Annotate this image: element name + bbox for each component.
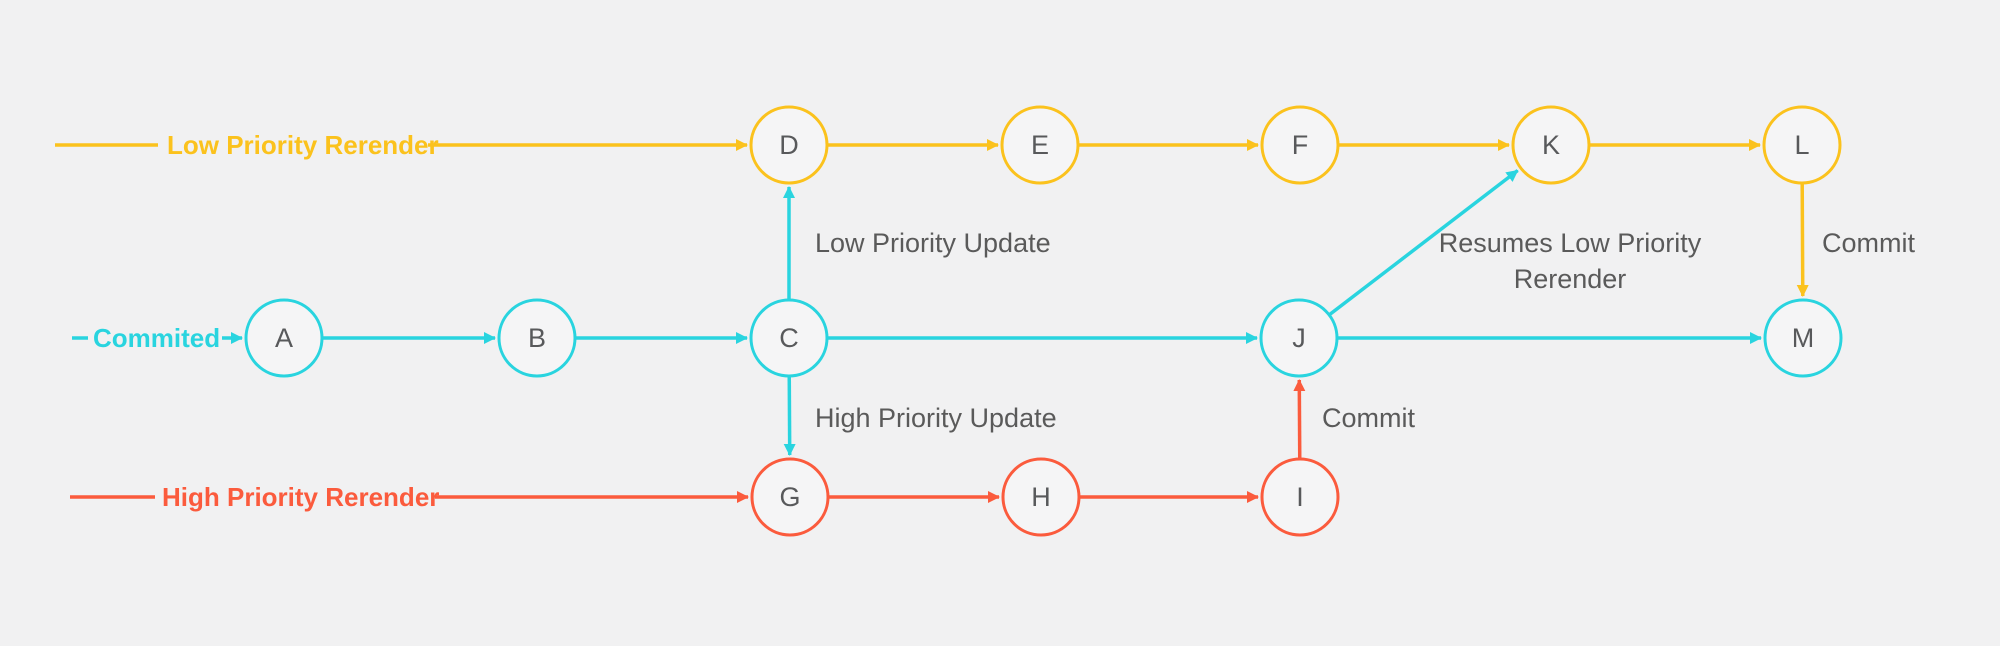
- node-circle-D: [749, 105, 829, 185]
- node-letter-C: C: [779, 323, 799, 353]
- annotation-resumes-low-priority-rerender-line2: Rerender: [1514, 264, 1627, 294]
- node-D: D: [749, 105, 829, 185]
- node-A: A: [244, 298, 324, 378]
- node-letter-M: M: [1792, 323, 1815, 353]
- node-K: K: [1511, 105, 1591, 185]
- node-circle-G: [750, 457, 830, 537]
- annotation-commit-high-priority: Commit: [1322, 403, 1415, 433]
- edge-L-M: [1796, 182, 1809, 298]
- node-circle-M: [1763, 298, 1843, 378]
- node-H: H: [1001, 457, 1081, 537]
- node-letter-F: F: [1292, 130, 1309, 160]
- node-circle-L: [1762, 105, 1842, 185]
- node-circle-H: [1001, 457, 1081, 537]
- annotation-resumes-low-priority-rerender-line1: Resumes Low Priority: [1439, 228, 1702, 258]
- node-J: J: [1259, 298, 1339, 378]
- node-letter-J: J: [1292, 323, 1306, 353]
- node-circle-E: [1000, 105, 1080, 185]
- node-circle-F: [1260, 105, 1340, 185]
- node-L: L: [1762, 105, 1842, 185]
- node-letter-L: L: [1794, 130, 1809, 160]
- node-letter-H: H: [1031, 482, 1051, 512]
- node-letter-E: E: [1031, 130, 1049, 160]
- node-circle-K: [1511, 105, 1591, 185]
- node-I: I: [1260, 457, 1340, 537]
- node-E: E: [1000, 105, 1080, 185]
- node-letter-A: A: [275, 323, 293, 353]
- node-C: C: [749, 298, 829, 378]
- annotation-low-priority-update: Low Priority Update: [815, 228, 1051, 258]
- node-G: G: [750, 457, 830, 537]
- node-letter-G: G: [779, 482, 800, 512]
- node-M: M: [1763, 298, 1843, 378]
- lane-label-low-priority-rerender: Low Priority Rerender: [167, 130, 439, 160]
- annotation-high-priority-update: High Priority Update: [815, 403, 1057, 433]
- node-letter-K: K: [1542, 130, 1560, 160]
- node-circle-A: [244, 298, 324, 378]
- edge-J-K: [1328, 169, 1519, 317]
- node-circle-C: [749, 298, 829, 378]
- lane-label-committed: Commited: [93, 323, 220, 353]
- node-letter-I: I: [1296, 482, 1304, 512]
- node-circle-I: [1260, 457, 1340, 537]
- node-letter-B: B: [528, 323, 546, 353]
- annotation-commit-low-priority: Commit: [1822, 228, 1915, 258]
- node-F: F: [1260, 105, 1340, 185]
- lane-label-high-priority-rerender: High Priority Rerender: [162, 482, 439, 512]
- node-B: B: [497, 298, 577, 378]
- node-letter-D: D: [779, 130, 799, 160]
- node-circle-J: [1259, 298, 1339, 378]
- node-circle-B: [497, 298, 577, 378]
